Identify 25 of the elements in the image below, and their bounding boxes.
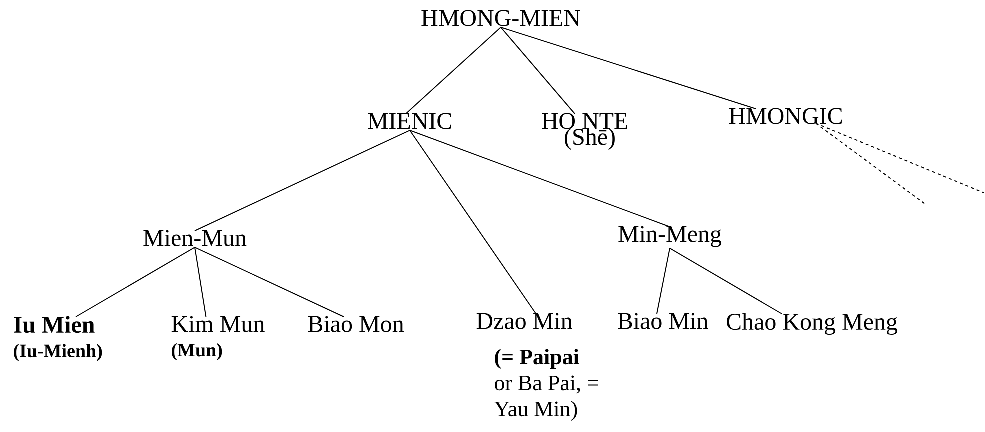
language-name: Chao Kong Meng: [727, 313, 898, 336]
branch-line: [194, 130, 410, 232]
language-name: HO NTE (Shē): [542, 113, 628, 150]
dashed-branch-line: [816, 123, 984, 194]
branch-line: [194, 247, 344, 318]
branch-line: [656, 248, 670, 314]
branch-line: [500, 27, 756, 110]
language-name: Dzao Min (= Paipai or Ba Pai, = Yau Min): [476, 313, 598, 422]
language-name: Min-Meng: [618, 226, 722, 248]
language-name: Mien-Mun: [144, 230, 247, 246]
language-name: Biao Min: [618, 313, 708, 330]
branch-line: [194, 247, 207, 318]
language-name: Kim Mun (Mun): [172, 316, 265, 361]
branch-line: [670, 248, 782, 314]
branch-line: [76, 247, 196, 318]
branch-line: [410, 130, 537, 314]
branch-line: [406, 27, 502, 114]
branch-line: [410, 130, 670, 228]
language-name: Biao Mon: [308, 316, 404, 332]
dashed-branch-line: [816, 123, 926, 204]
language-name: Iu Mien (Iu-Mienh): [14, 316, 102, 362]
language-name: MIENIC: [368, 113, 452, 130]
language-name: HMONGIC: [729, 108, 842, 124]
language-name: HMONG-MIEN: [422, 10, 580, 26]
branch-line: [500, 27, 576, 114]
